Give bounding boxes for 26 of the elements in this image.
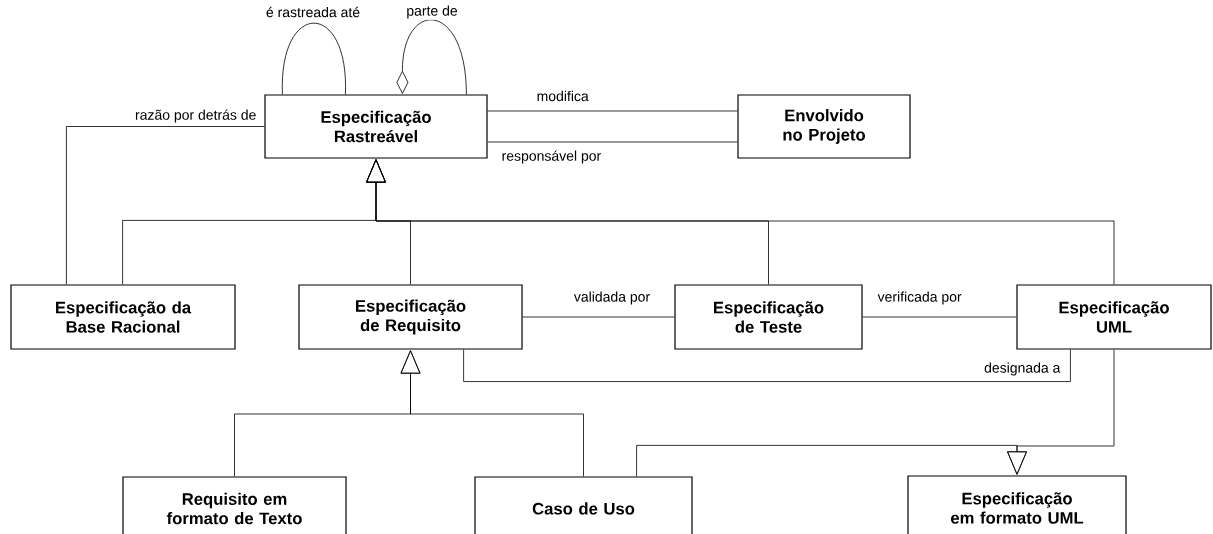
- edge-label: parte de: [405, 4, 460, 20]
- edge-label: responsável por: [500, 149, 603, 165]
- class-box: Envolvido no Projeto: [737, 94, 911, 159]
- connector: [463, 349, 1071, 382]
- edge-label: razão por detrás de: [133, 108, 258, 124]
- connector: [400, 350, 584, 477]
- edge-label: modifica: [535, 89, 591, 103]
- connector: [487, 110, 738, 112]
- class-box: Especificação em formato UML: [907, 475, 1127, 534]
- connector: [366, 159, 1115, 285]
- connector: [522, 316, 675, 318]
- class-box: Especificação Rastreável: [264, 94, 488, 159]
- edge-label: designada a: [982, 361, 1062, 377]
- edge-label: é rastreada até: [264, 5, 362, 19]
- class-box: Especificação de Teste: [674, 284, 863, 350]
- class-box: Especificação UML: [1016, 284, 1212, 350]
- edge-label: validada por: [572, 290, 652, 306]
- connector: [636, 445, 1027, 477]
- connector: [396, 19, 467, 95]
- connector: [487, 141, 738, 143]
- edge-label: verificada por: [876, 290, 963, 306]
- class-box: Especificação de Requisito: [298, 284, 523, 350]
- class-box: Caso de Uso: [474, 476, 693, 534]
- class-box: Especificação da Base Racional: [10, 284, 236, 350]
- class-box: Requisito em formato de Texto: [122, 476, 347, 534]
- connector: [862, 316, 1017, 318]
